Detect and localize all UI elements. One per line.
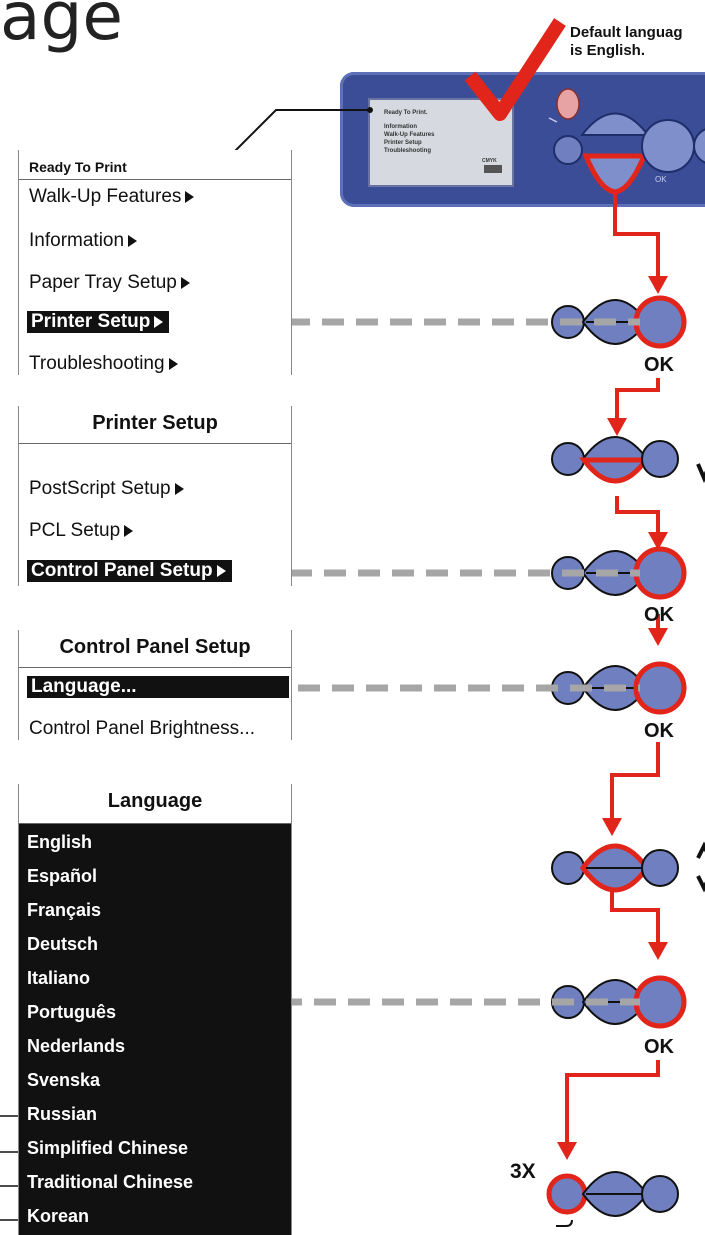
note-line-1: Default languag — [570, 24, 683, 41]
menu-header: Printer Setup — [19, 406, 291, 444]
menu-header: Ready To Print — [19, 150, 291, 180]
menu-item-paper-tray-setup[interactable]: Paper Tray Setup — [29, 272, 190, 294]
menu-header: Language — [19, 784, 291, 824]
flow-arrowheads — [557, 276, 668, 1160]
menu-language: Language English Español Français Deutsc… — [18, 784, 292, 1235]
menu-item-troubleshooting[interactable]: Troubleshooting — [29, 353, 178, 375]
toner-gauge-icon — [484, 165, 502, 173]
checkmark-icon — [464, 18, 566, 121]
menu-item-control-panel-brightness[interactable]: Control Panel Brightness... — [29, 718, 256, 739]
cmyk-label: CMYK — [482, 158, 497, 164]
note-line-2: is English. — [570, 42, 646, 59]
menu-item-pcl-setup[interactable]: PCL Setup — [29, 520, 134, 542]
panel-ok-label: OK — [655, 175, 667, 184]
panel-back-button — [553, 135, 583, 165]
page-title: age — [0, 0, 123, 55]
repeat-count-label: 3X — [510, 1160, 536, 1183]
language-option-deutsch[interactable]: Deutsch — [27, 934, 99, 954]
language-option-svenska[interactable]: Svenska — [27, 1070, 101, 1090]
menu-control-panel-setup: Control Panel Setup Language... Control … — [18, 630, 292, 740]
lcd-line: Troubleshooting — [384, 148, 431, 154]
menu-ready-to-print: Ready To Print Walk-Up Features Informat… — [18, 150, 292, 375]
power-button — [556, 88, 580, 120]
ok-label: OK — [644, 720, 674, 742]
panel-lcd-display: Ready To Print. Information Walk-Up Feat… — [368, 98, 514, 187]
menu-item-postscript-setup[interactable]: PostScript Setup — [29, 478, 184, 500]
panel-down-button — [582, 153, 648, 195]
ok-label: OK — [644, 1036, 674, 1058]
flow-path — [565, 190, 660, 1144]
lcd-line: Walk-Up Features — [384, 132, 435, 138]
lcd-line: Information — [384, 124, 417, 130]
ok-label: OK — [644, 604, 674, 626]
language-option-nederlands[interactable]: Nederlands — [27, 1036, 126, 1056]
language-option-traditional-chinese[interactable]: Traditional Chinese — [27, 1172, 194, 1192]
default-language-note: Default languag is English. — [570, 24, 683, 60]
menu-item-printer-setup[interactable]: Printer Setup — [27, 311, 170, 333]
callout-dot — [367, 107, 373, 113]
menu-item-control-panel-setup[interactable]: Control Panel Setup — [27, 560, 232, 582]
language-option-english[interactable]: English — [27, 832, 93, 852]
lcd-line: Ready To Print. — [384, 110, 428, 116]
button-group-5 — [551, 841, 705, 893]
button-group-2 — [551, 436, 705, 484]
menu-item-information[interactable]: Information — [29, 230, 138, 252]
language-option-korean[interactable]: Korean — [27, 1206, 90, 1226]
language-option-portugues[interactable]: Português — [27, 1002, 117, 1022]
lcd-line: Printer Setup — [384, 140, 422, 146]
language-option-simplified-chinese[interactable]: Simplified Chinese — [27, 1138, 189, 1158]
panel-extra-button — [693, 128, 705, 164]
language-option-russian[interactable]: Russian — [27, 1104, 98, 1124]
language-option-italiano[interactable]: Italiano — [27, 968, 91, 988]
menu-item-language[interactable]: Language... — [27, 676, 289, 698]
panel-up-button — [579, 112, 651, 136]
panel-ok-button — [641, 119, 695, 173]
menu-item-walk-up-features[interactable]: Walk-Up Features — [29, 186, 195, 208]
menu-header: Control Panel Setup — [19, 630, 291, 668]
language-option-francais[interactable]: Français — [27, 900, 102, 920]
menu-printer-setup: Printer Setup PostScript Setup PCL Setup… — [18, 406, 292, 586]
callout-line — [227, 109, 370, 159]
language-option-espanol[interactable]: Español — [27, 866, 98, 886]
cancel-icon — [548, 117, 558, 123]
ok-label: OK — [644, 354, 674, 376]
button-group-7 — [546, 1171, 679, 1227]
